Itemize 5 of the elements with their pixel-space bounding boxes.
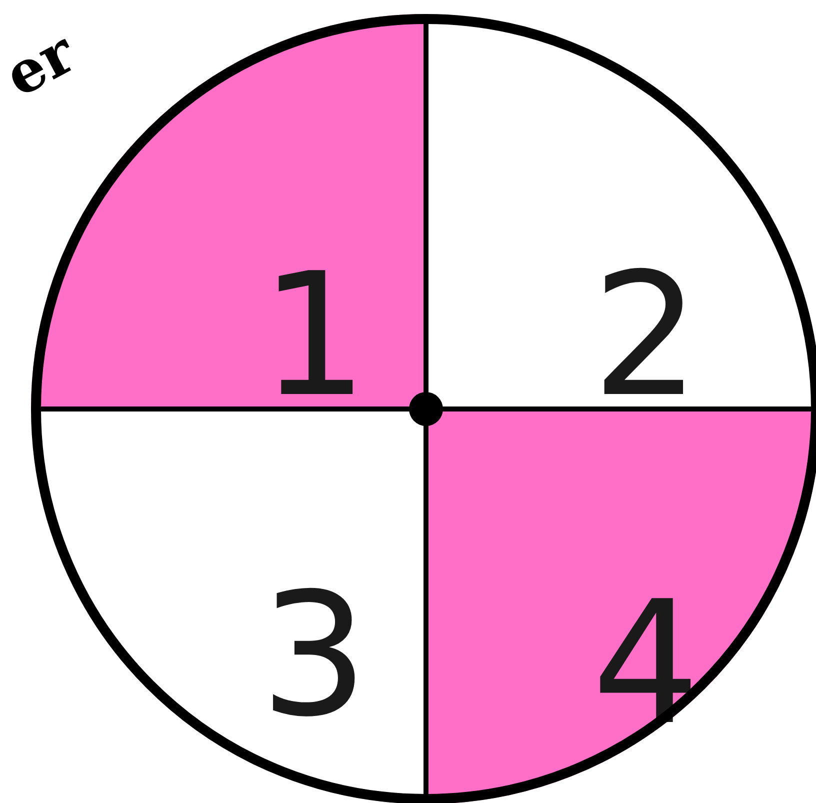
sector-number: 2 <box>592 251 700 421</box>
title-text: er <box>0 18 86 110</box>
sector-number: 4 <box>592 578 700 749</box>
sector-number: 3 <box>260 570 368 741</box>
sector-number: 1 <box>260 251 368 421</box>
